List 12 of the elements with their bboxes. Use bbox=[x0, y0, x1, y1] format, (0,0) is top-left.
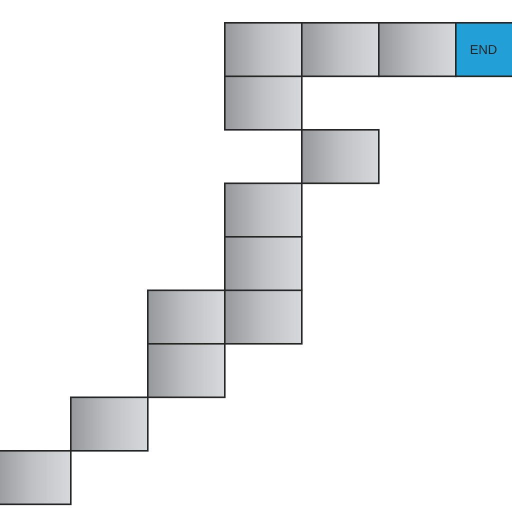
grid-square bbox=[224, 22, 303, 78]
grid-square bbox=[224, 76, 303, 131]
grid-square bbox=[378, 22, 457, 78]
grid-square bbox=[147, 343, 226, 398]
grid-square bbox=[224, 182, 303, 238]
grid-square bbox=[224, 290, 303, 345]
grid-square bbox=[301, 22, 380, 78]
end-box: END bbox=[455, 22, 512, 78]
grid-square bbox=[301, 128, 380, 184]
grid-square bbox=[70, 396, 149, 452]
grid-square bbox=[224, 236, 303, 292]
grid-square bbox=[147, 290, 226, 345]
